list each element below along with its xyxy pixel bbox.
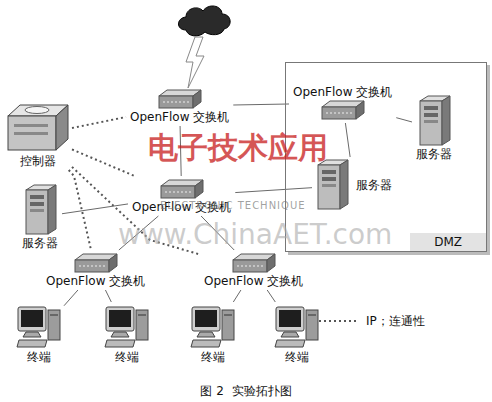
legend-entry: IP；连通性: [318, 314, 427, 328]
terminal-icon: [104, 304, 150, 350]
lightning: [186, 37, 204, 88]
controller-node: 控制器: [6, 102, 70, 168]
network-link: [233, 290, 241, 302]
controller-icon: [6, 102, 70, 154]
terminal-node: 终端: [16, 304, 62, 364]
server-node: 服务器: [414, 95, 454, 161]
terminal-node: 终端: [190, 304, 236, 364]
device-label: 服务器: [20, 236, 60, 250]
network-link: [180, 126, 181, 176]
server-icon: [22, 184, 58, 236]
server-icon: [314, 159, 350, 211]
network-link: [233, 104, 289, 105]
switch-node: OpenFlow 交换机: [128, 88, 231, 124]
device-label: 终端: [199, 350, 227, 364]
device-label: OpenFlow 交换机: [291, 85, 394, 99]
switch-icon: [320, 99, 366, 121]
device-label: OpenFlow 交换机: [202, 274, 305, 288]
device-label: 终端: [283, 350, 311, 364]
figure-caption: 图 2 实验拓扑图: [0, 380, 492, 399]
dmz-zone: DMZOpenFlow 交换机服务器服务器: [285, 62, 487, 252]
network-link: [64, 290, 78, 306]
device-label: 终端: [113, 350, 141, 364]
terminal-icon: [16, 304, 62, 350]
terminal-icon: [274, 304, 320, 350]
control-link: [72, 117, 126, 128]
device-label: OpenFlow 交换机: [128, 110, 231, 124]
terminal-node: 终端: [104, 304, 150, 364]
switch-node: OpenFlow 交换机: [130, 178, 233, 214]
switch-icon: [159, 178, 205, 200]
switch-node: OpenFlow 交换机: [291, 85, 394, 121]
device-label: OpenFlow 交换机: [130, 200, 233, 214]
server-icon: [416, 95, 452, 147]
network-link: [62, 204, 128, 214]
switch-icon: [73, 252, 119, 274]
device-label: 服务器: [354, 178, 394, 192]
watermark: www.ChinaAET.com: [118, 218, 392, 251]
device-label: 控制器: [18, 154, 58, 168]
switch-node: OpenFlow 交换机: [202, 252, 305, 288]
switch-icon: [231, 252, 277, 274]
network-link: [235, 188, 312, 193]
cloud: [179, 6, 231, 36]
switch-node: OpenFlow 交换机: [44, 252, 147, 288]
device-label: OpenFlow 交换机: [44, 274, 147, 288]
server-node: 服务器: [314, 159, 394, 211]
network-link: [119, 216, 159, 250]
terminal-icon: [190, 304, 236, 350]
network-link: [105, 290, 111, 302]
terminal-node: 终端: [274, 304, 320, 364]
network-link: [267, 290, 275, 302]
device-label: 服务器: [414, 147, 454, 161]
server-node: 服务器: [20, 184, 60, 250]
network-link: [345, 123, 350, 157]
legend-text: IP；连通性: [364, 314, 427, 328]
zone-label: DMZ: [410, 233, 486, 251]
network-link: [201, 216, 234, 250]
legend-dotted-sample: [318, 316, 358, 326]
watermark: 电子技术应用: [148, 128, 328, 169]
network-link: [396, 118, 412, 122]
control-link: [72, 149, 135, 176]
device-label: 终端: [25, 350, 53, 364]
switch-icon: [157, 88, 203, 110]
caption-text: 图 2 实验拓扑图: [198, 384, 293, 398]
